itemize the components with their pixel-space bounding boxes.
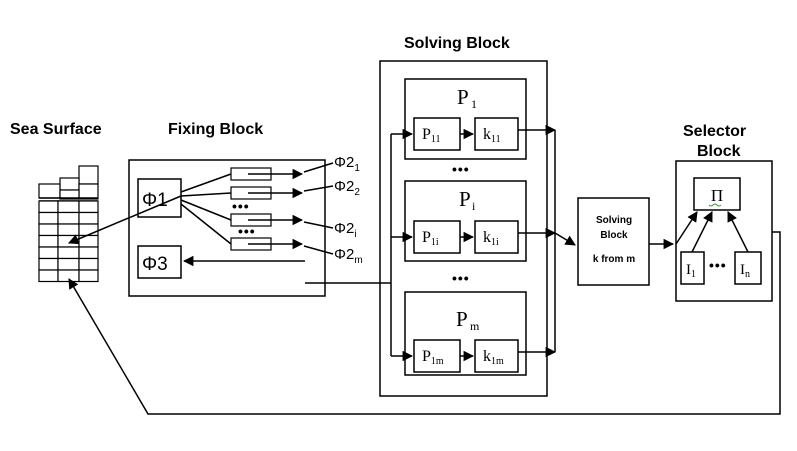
svg-text:k11: k11 — [483, 126, 501, 145]
phi2-slots — [180, 167, 304, 251]
sea-cell — [57, 200, 80, 214]
svg-text:P: P — [456, 307, 468, 331]
sea-cell — [38, 246, 59, 260]
svg-text:P11: P11 — [422, 126, 441, 145]
phi2-1-label: Φ21 — [334, 154, 360, 174]
phi2-m-label: Φ2m — [334, 246, 363, 266]
sea-cell — [57, 246, 80, 260]
phi3-label: Φ3 — [142, 254, 168, 275]
svg-text:1: 1 — [471, 97, 477, 111]
svg-text:i: i — [472, 199, 476, 213]
sea-cell — [38, 257, 59, 271]
svg-text:k1m: k1m — [483, 348, 504, 367]
phi1-label: Φ1 — [142, 190, 168, 211]
sea-cell — [78, 269, 99, 283]
in-to-pi-arrow — [727, 211, 749, 253]
i1-label: I1 — [686, 262, 696, 280]
feedback-loop-arrow — [68, 231, 781, 415]
in-label: In — [740, 262, 750, 280]
solving-block-title: Solving Block — [404, 35, 510, 52]
sea-surface-title: Sea Surface — [10, 121, 102, 138]
svg-text:P1i: P1i — [422, 229, 439, 248]
solving-small-line2: Block — [600, 230, 628, 241]
in-box — [734, 251, 762, 285]
solving-input-bus — [305, 128, 414, 362]
sea-cell — [38, 234, 59, 248]
phi2-dots-lower: ••• — [238, 223, 256, 239]
sea-cell — [57, 234, 80, 248]
solving-k-from-m-block — [577, 197, 650, 286]
i1-to-pi-arrow — [691, 211, 713, 253]
solving-small-line3: k from m — [593, 254, 635, 265]
sea-cell — [38, 269, 59, 283]
svg-text:m: m — [470, 319, 480, 333]
pi-label: Π — [711, 186, 723, 205]
sea-cell — [38, 211, 59, 225]
svg-text:P1m: P1m — [422, 348, 444, 367]
sea-cell — [78, 246, 99, 260]
phi2-2-label: Φ22 — [334, 178, 360, 198]
solving-output-bus — [518, 124, 576, 358]
sea-cell — [78, 200, 99, 214]
sea-cell — [38, 200, 59, 214]
fixing-block-title: Fixing Block — [168, 121, 263, 138]
sea-cell — [57, 257, 80, 271]
sea-cell — [78, 257, 99, 271]
phi1-to-sea-arrow — [68, 195, 182, 245]
svg-text:P: P — [459, 187, 471, 211]
sea-cell — [78, 211, 99, 225]
solving-dots-upper: ••• — [452, 161, 470, 177]
svg-text:k1i: k1i — [483, 229, 499, 248]
phi3-box — [137, 245, 182, 279]
solving-dots-lower: ••• — [452, 270, 470, 286]
sea-cell — [57, 269, 80, 283]
selector-dots: ••• — [709, 257, 727, 273]
sea-surface-grid — [38, 165, 99, 283]
sea-cell — [57, 211, 80, 225]
phi2-leaders — [303, 162, 334, 255]
sea-cell — [38, 223, 59, 237]
solving-small-line1: Solving — [596, 215, 632, 226]
solving-group-i: P i P1i k1i — [404, 180, 527, 262]
svg-text:P: P — [457, 85, 469, 109]
selector-block-title-line1: Selector — [683, 123, 746, 140]
input-to-pi-arrow — [675, 211, 698, 245]
solving-group-m: P m P1m k1m — [404, 291, 527, 376]
sea-cell — [78, 223, 99, 237]
phi2-dots-upper: ••• — [232, 198, 250, 214]
solving-group-1: P 1 P11 k11 — [404, 78, 527, 160]
sea-cell — [57, 223, 80, 237]
selector-block-title-line2: Block — [697, 143, 741, 160]
phi2-i-label: Φ2i — [334, 220, 357, 240]
spellcheck-underline — [708, 203, 722, 207]
